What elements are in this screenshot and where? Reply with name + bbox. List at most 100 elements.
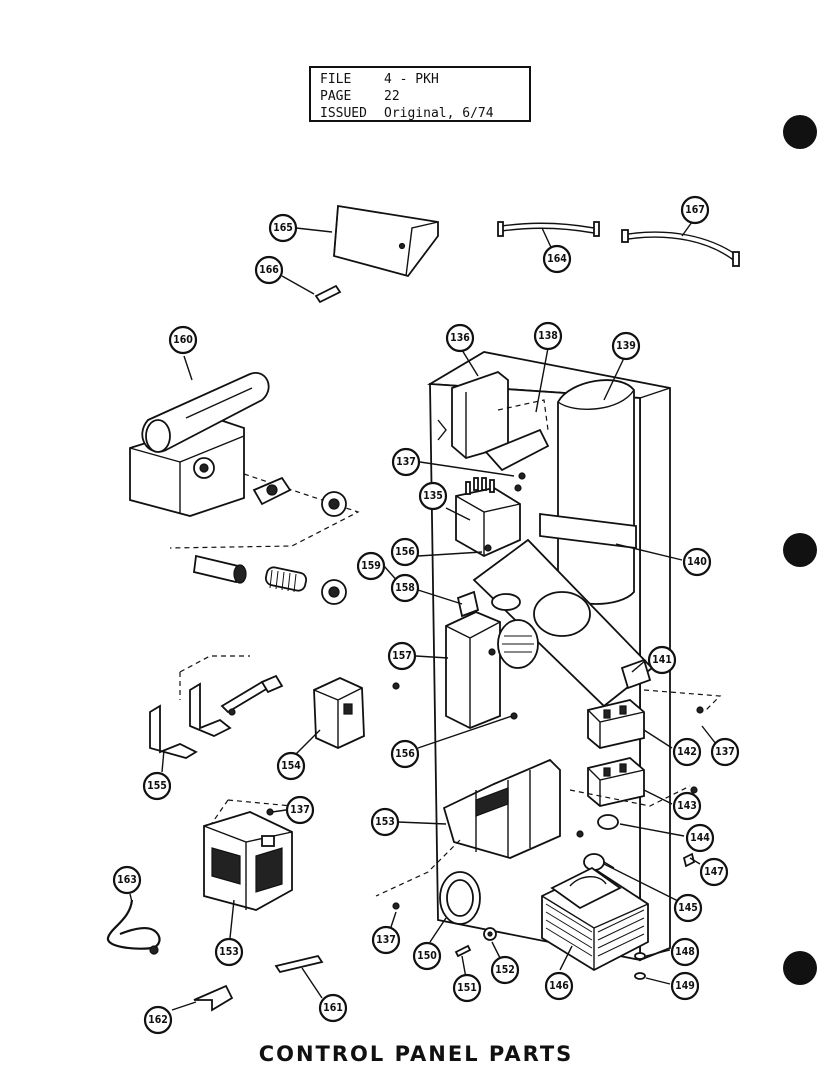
part-rod-161 [274, 954, 324, 974]
svg-text:139: 139 [616, 340, 636, 352]
callout-149: 149 [670, 971, 700, 1001]
callout-137-a: 137 [391, 447, 421, 477]
callout-143: 143 [672, 791, 702, 821]
callout-141: 141 [647, 645, 677, 675]
part-strap-140 [539, 512, 637, 550]
svg-text:164: 164 [547, 253, 567, 265]
part-transformer-146 [541, 866, 649, 972]
svg-text:145: 145 [678, 902, 698, 914]
callout-154: 154 [276, 751, 306, 781]
svg-text:140: 140 [687, 556, 707, 568]
callout-166: 166 [254, 255, 284, 285]
callout-153-b: 153 [214, 937, 244, 967]
svg-text:166: 166 [259, 264, 279, 276]
callout-148: 148 [670, 937, 700, 967]
svg-text:154: 154 [281, 760, 301, 772]
callout-137-c: 137 [285, 795, 315, 825]
issued-row: ISSUED Original, 6/74 [320, 105, 529, 122]
svg-text:135: 135 [423, 490, 443, 502]
part-relay-142 [587, 689, 722, 749]
svg-text:159: 159 [361, 560, 381, 572]
file-info-box: FILE 4 - PKH PAGE 22 ISSUED Original, 6/… [309, 66, 531, 122]
part-bracket-155 [149, 655, 284, 759]
svg-text:160: 160 [173, 334, 193, 346]
part-bracket-136 [451, 370, 509, 459]
callout-165: 165 [268, 213, 298, 243]
callout-161: 161 [318, 993, 348, 1023]
svg-text:150: 150 [417, 950, 437, 962]
svg-text:147: 147 [704, 866, 724, 878]
callout-147: 147 [699, 857, 729, 887]
callout-167: 167 [680, 195, 710, 225]
callout-144: 144 [685, 823, 715, 853]
part-duct-plate [472, 538, 654, 708]
callout-155: 155 [142, 771, 172, 801]
part-fuse-holder-144 [576, 814, 619, 838]
svg-text:167: 167 [685, 204, 705, 216]
page-row: PAGE 22 [320, 88, 529, 105]
part-wire-loop-163 [106, 899, 161, 955]
callout-160: 160 [168, 325, 198, 355]
file-value: 4 - PKH [384, 72, 439, 87]
callout-153-a: 153 [370, 807, 400, 837]
part-capacitor-139 [557, 379, 635, 605]
file-row: FILE 4 - PKH [320, 71, 529, 88]
callout-136: 136 [445, 323, 475, 353]
page-value: 22 [384, 89, 400, 104]
svg-text:162: 162 [148, 1014, 168, 1026]
svg-text:137: 137 [290, 804, 310, 816]
leader-lines [129, 221, 717, 1011]
svg-text:156: 156 [395, 546, 415, 558]
svg-text:142: 142 [677, 746, 697, 758]
svg-text:138: 138 [538, 330, 558, 342]
part-relay-143 [569, 757, 691, 807]
part-contactor-153b [203, 799, 293, 911]
file-label: FILE [320, 72, 352, 87]
callout-159: 159 [356, 551, 386, 581]
part-capacitor-145 [583, 853, 615, 871]
callout-151: 151 [452, 973, 482, 1003]
callout-158: 158 [390, 573, 420, 603]
callout-152: 152 [490, 955, 520, 985]
binder-hole-top [783, 115, 817, 149]
svg-text:153: 153 [219, 946, 239, 958]
callout-157: 157 [387, 641, 417, 671]
svg-text:149: 149 [675, 980, 695, 992]
callout-164: 164 [542, 244, 572, 274]
svg-text:152: 152 [495, 964, 515, 976]
callout-156-a: 156 [390, 537, 420, 567]
svg-text:153: 153 [375, 816, 395, 828]
part-screw-151 [454, 944, 472, 958]
svg-text:137: 137 [715, 746, 735, 758]
svg-text:141: 141 [652, 654, 672, 666]
callouts: 165 166 164 167 160 136 138 139 137 135 … [112, 195, 740, 1035]
part-thermostat-157 [445, 611, 539, 729]
part-screw-166 [314, 284, 342, 304]
part-switch-141 [620, 658, 652, 690]
svg-text:146: 146 [549, 980, 569, 992]
callout-139: 139 [611, 331, 641, 361]
page-label: PAGE [320, 89, 352, 104]
svg-text:165: 165 [273, 222, 293, 234]
part-cover-plate [333, 204, 439, 278]
callout-142: 142 [672, 737, 702, 767]
callout-163: 163 [112, 865, 142, 895]
svg-text:143: 143 [677, 800, 697, 812]
part-contactor-153a [375, 758, 561, 897]
callout-156-b: 156 [390, 739, 420, 769]
svg-text:137: 137 [396, 456, 416, 468]
svg-text:157: 157 [392, 650, 412, 662]
part-clip-158 [456, 590, 480, 618]
svg-text:151: 151 [457, 982, 477, 994]
part-grommet-150 [439, 871, 481, 925]
svg-text:163: 163 [117, 874, 137, 886]
callout-140: 140 [682, 547, 712, 577]
part-washer-152 [483, 927, 497, 941]
callout-137-d: 137 [371, 925, 401, 955]
part-nut-148 [634, 952, 646, 960]
part-cover-154 [313, 677, 365, 749]
part-wire-167 [621, 229, 740, 267]
svg-text:136: 136 [450, 332, 470, 344]
callout-146: 146 [544, 971, 574, 1001]
